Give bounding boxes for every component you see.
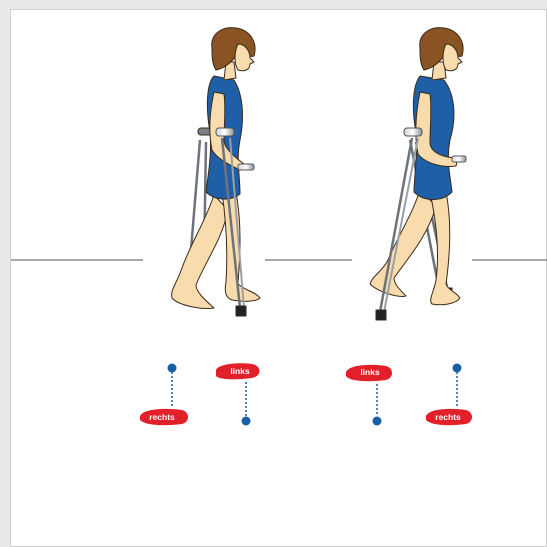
figure-walking-step-2 — [369, 27, 467, 321]
footprint-label-left-2: links — [360, 367, 380, 377]
footprint-links-1: links — [216, 363, 260, 380]
step-marker-dot — [372, 416, 382, 426]
step-marker-dot — [167, 363, 177, 373]
figure-walking-step-1 — [171, 27, 261, 317]
footprint-label-right-1: rechts — [149, 412, 175, 422]
footprint-label-left-1: links — [230, 366, 250, 376]
crutch-front-icon-2 — [375, 127, 467, 321]
step-diagram-1: rechts links — [140, 363, 260, 426]
footprint-links-2: links — [346, 364, 392, 382]
footprint-rechts-2: rechts — [426, 408, 472, 426]
illustration-panel — [10, 9, 547, 547]
crutch-front-icon — [215, 127, 255, 317]
step-marker-dot — [452, 363, 462, 373]
footprint-rechts-1: rechts — [140, 408, 188, 426]
footprint-label-right-2: rechts — [435, 412, 461, 422]
step-diagram-2: links rechts — [346, 363, 472, 426]
step-marker-dot — [241, 416, 251, 426]
